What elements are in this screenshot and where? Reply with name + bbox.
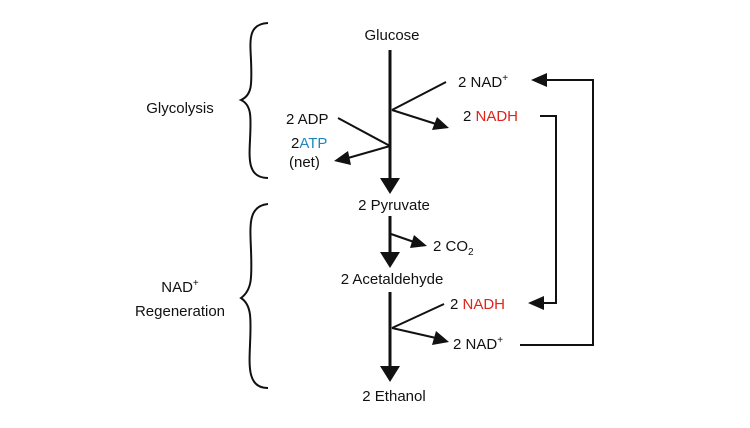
nadh-in-bottom-label: 2 NADH: [450, 296, 505, 313]
atp-highlight: ATP: [299, 135, 327, 152]
nadh-highlight: NADH: [463, 296, 506, 313]
nad-out-bottom-arrowhead: [432, 331, 449, 345]
nadh-in-bottom-line: [391, 303, 445, 329]
nad-recycle-loop: [520, 79, 594, 346]
glycolysis-brace: [238, 22, 269, 179]
superscript: +: [193, 278, 199, 289]
nad-recycle-arrowhead: [531, 73, 547, 87]
nadh-out-top-label: 2 NADH: [463, 108, 518, 125]
nadh-out-arrowhead: [432, 117, 449, 130]
ethanol-arrowhead: [380, 366, 400, 382]
nad-in-top-label: 2 NAD+: [458, 73, 508, 91]
adp-label: 2 ADP: [286, 111, 329, 128]
nadh-highlight: NADH: [476, 108, 519, 125]
nad-out-bottom-line: [391, 327, 437, 339]
nadh-recycle-arrowhead: [528, 296, 544, 310]
superscript: +: [497, 335, 503, 346]
atp-label: 2ATP: [291, 135, 327, 152]
co2-out-line: [390, 233, 415, 243]
atp-out-arrowhead: [334, 151, 351, 165]
glycolysis-label: Glycolysis: [146, 100, 214, 117]
nad-out-bottom-label: 2 NAD+: [453, 335, 503, 353]
atp-out-line: [347, 145, 391, 159]
nad-in-line: [391, 81, 447, 111]
pyruvate-label: 2 Pyruvate: [358, 197, 430, 214]
ethanol-label: 2 Ethanol: [362, 388, 425, 405]
nadh-recycle-loop: [540, 115, 557, 304]
acetaldehyde-label: 2 Acetaldehyde: [341, 271, 444, 288]
co2-arrowhead: [410, 235, 427, 248]
acetaldehyde-arrowhead: [380, 252, 400, 268]
glucose-label: Glucose: [364, 27, 419, 44]
superscript: +: [502, 73, 508, 84]
subscript: 2: [468, 247, 474, 258]
co2-label: 2 CO2: [433, 238, 474, 258]
nad-regeneration-label-line1: NAD+: [161, 278, 199, 296]
pyruvate-arrowhead: [380, 178, 400, 194]
regeneration-brace: [239, 203, 269, 389]
net-label: (net): [289, 154, 320, 171]
nadh-out-line: [391, 109, 437, 125]
nad-regeneration-label-line2: Regeneration: [135, 303, 225, 320]
adp-in-line: [337, 117, 391, 147]
